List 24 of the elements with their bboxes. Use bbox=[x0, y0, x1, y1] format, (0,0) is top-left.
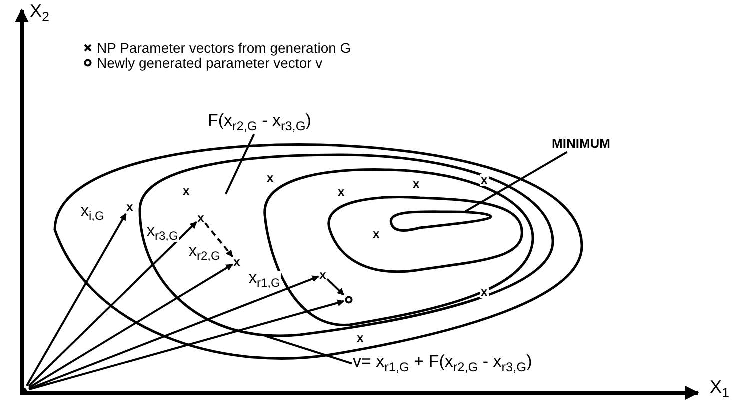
vector-arrow bbox=[326, 278, 345, 296]
vector-arrow bbox=[28, 264, 234, 389]
vector-arrow bbox=[28, 276, 320, 390]
leader-line bbox=[264, 335, 352, 365]
population-vector-mark: x bbox=[126, 201, 134, 213]
population-vector-mark: x bbox=[480, 286, 489, 298]
axis-label: X$_{1}$ bbox=[710, 378, 730, 400]
legend-text: Newly generated parameter vector v bbox=[97, 56, 323, 70]
formula-text: F(x$_{r2,G}$ - x$_{r3,G}$) bbox=[208, 112, 312, 134]
population-vector-mark: x bbox=[198, 212, 204, 224]
axis-label: X$_{2}$ bbox=[30, 2, 50, 24]
update-equation: v= x$_{r1,G}$ + F(x$_{r2,G}$ - x$_{r3,G}$) bbox=[353, 353, 532, 374]
minimum-label: MINIMUM bbox=[552, 137, 610, 152]
population-vector-mark: x bbox=[480, 174, 489, 186]
vector-label: x$_{r1,G}$ bbox=[248, 271, 282, 290]
population-vector-mark: x bbox=[234, 256, 240, 268]
legend-text: NP Parameter vectors from generation G bbox=[97, 41, 352, 55]
population-vector-mark: x bbox=[320, 269, 326, 281]
vector-arrow bbox=[28, 300, 345, 391]
new-vector-point bbox=[345, 296, 353, 304]
vector-arrow bbox=[28, 222, 198, 387]
vector-arrow bbox=[26, 213, 127, 386]
leader-line bbox=[464, 151, 568, 213]
difference-vector-arrow bbox=[204, 222, 234, 258]
